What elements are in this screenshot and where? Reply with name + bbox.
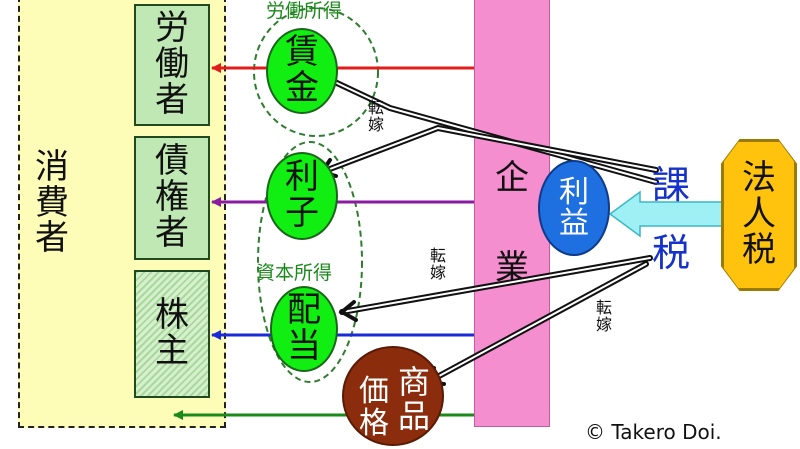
shift-arrow-to-dividend [338,255,653,322]
capital-income-group-outline [257,141,363,383]
dividend-label-char: 配 [287,290,321,331]
wage-circle: 賃金 [266,28,338,114]
consumer-label-char: 者 [35,218,69,259]
shareholder-label-char: 主 [155,331,189,371]
creditor-box: 債権者 [134,136,210,260]
consumer-label-char: 消 [35,147,69,187]
profit-label-char: 利 [559,174,589,210]
dividend-label-char: 当 [287,326,321,366]
shift-label-3: 転嫁 [594,298,614,334]
shareholder-box: 株主 [134,270,210,398]
wage-label-char: 金 [285,68,319,108]
goods-label-char: 価 [359,374,389,409]
tax-label-2: 税 [652,231,691,275]
goods-label-char: 格 [359,405,389,441]
shift-label-char: 転 [429,246,446,265]
profit-circle: 利益 [538,160,610,256]
goods-price-circle [342,346,444,446]
shift-label-char: 嫁 [429,262,446,282]
wage-label-char: 賃 [285,32,319,73]
goods-label-left: 価格 [354,376,394,439]
interest-circle: 利子 [266,152,338,240]
goods-label-char: 商 [397,363,430,401]
creditor-label-char: 権 [155,177,189,218]
capital-income-label: 資本所得 [256,262,333,284]
labor-income-group-outline [253,7,379,137]
shift-label-char: 嫁 [367,114,384,134]
dividend-circle: 配当 [270,286,338,372]
shareholder-label-char: 株 [155,295,189,336]
corporate-tax-box: 法人税 [722,140,796,290]
worker-label-char: 労 [155,8,189,49]
worker-label-char: 者 [155,79,189,120]
corporate-tax-arrow [608,190,723,238]
corporate-tax-label-char: 税 [742,229,776,270]
labor-income-label: 労働所得 [266,0,343,22]
shift-label-char: 転 [595,298,612,317]
consumer-label: 消費者 [24,147,80,259]
interest-label-char: 利 [285,157,319,198]
creditor-label-char: 債 [155,141,189,182]
company-bar [474,0,550,427]
worker-box: 労働者 [134,4,210,126]
copyright-text: © Takero Doi. [585,420,722,444]
company-label-1: 企 [495,158,529,198]
creditor-label-char: 者 [155,212,189,253]
shift-label-2: 転嫁 [428,246,448,282]
goods-label-char: 品 [397,396,430,435]
tax-label-1: 課 [652,163,691,207]
shift-label-char: 転 [367,98,384,117]
shift-label-1: 転嫁 [366,98,386,134]
consumer-label-char: 費 [35,182,69,223]
worker-label-char: 働 [155,44,189,85]
shift-label-char: 嫁 [595,314,612,334]
corporate-tax-label-char: 人 [742,194,776,235]
interest-label-char: 子 [285,193,319,233]
corporate-tax-label-char: 法 [742,158,776,199]
profit-label-char: 益 [559,206,589,241]
goods-label-right: 商品 [394,363,434,435]
